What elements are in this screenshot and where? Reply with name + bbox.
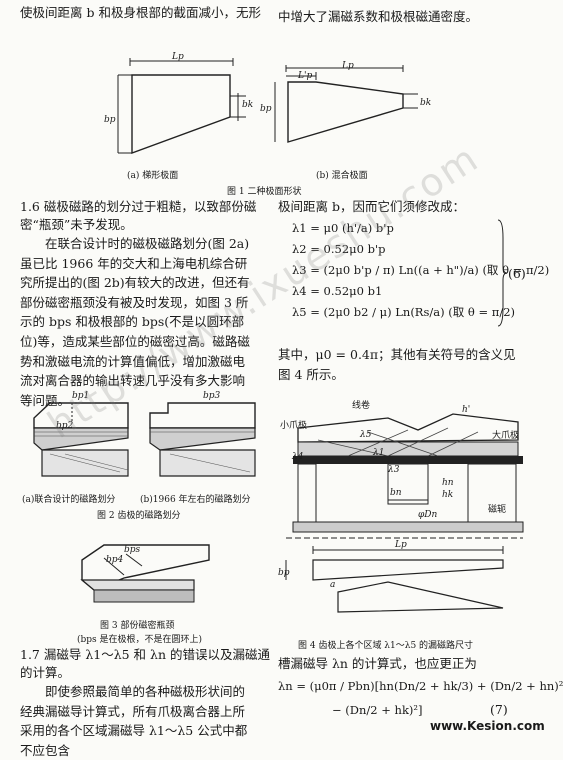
figure-2b [149,402,256,477]
right-after-text: 其中，μ0 = 0.4π；其他有关符号的含义见图 4 所示。 [278,347,516,382]
fig4-bp-label: bp [278,568,290,578]
sec17-body: 即使参照最简单的各种磁极形状间的经典漏磁导计算式，所有爪极离合器上所采用的各个区… [20,684,248,758]
formula-7-line2: − (Dn/2 + hk)²] [332,703,423,717]
sec16-heading-2: 密“瓶颈”未予发现。 [20,217,133,232]
fig3-bp4-label: bp4 [106,555,124,565]
footer-site: www.Kesion.com [430,719,545,733]
figure-1a-trapezoid [117,58,246,155]
fig1-caption: 图 1 二种极面形状 [227,187,302,197]
sec16-body: 在联合设计时的磁极磁路划分(图 2a)虽已比 1966 年的交大和上海电机综合研… [20,236,250,408]
fig4-h-prime-label: h' [462,405,471,415]
fig1a-Lp-label: Lp [172,52,184,62]
fig4-lambda4-label: λ4 [292,452,304,462]
right-intro: 极间距离 b，因而它们须修改成： [278,199,465,214]
fig4-Dn-label: φDn [418,510,438,520]
figure-3 [80,544,210,603]
figure-4-leakage-paths [285,413,524,613]
fig2-caption: 图 2 齿极的磁路划分 [97,511,181,521]
fig1b-bp-label: bp [260,104,272,114]
fig1b-subcaption: (b) 混合极面 [316,171,368,181]
fig3-caption: 图 3 部份磁密瓶颈 [100,621,175,631]
fig1b-bk-label: bk [420,98,432,108]
fig4-a-label: a [330,580,336,590]
eq-number-7: (7) [490,702,508,717]
fig3-note: (bps 是在极根，不是在圆环上) [77,635,203,645]
figure-1b-mixed [274,65,418,143]
sec16-heading: 1.6 磁极磁路的划分过于粗糙，以致部份磁 [20,199,257,214]
fig4-bn-label: bn [390,488,402,498]
sec17-heading: 1.7 漏磁导 λ1～λ5 和 λn 的错误以及漏磁通 [20,647,270,662]
sec17-heading-2: 的计算。 [20,665,71,680]
figure-2a [33,402,129,477]
fig2a-subcaption: (a)联合设计的磁路划分 [22,495,116,505]
fig4-Lp-label: Lp [395,540,407,550]
fig4-dazhuaji-label: 大爪极 [492,431,520,441]
fig1a-bp-label: bp [104,115,116,125]
fig2a-bp1-label: bp1 [72,391,90,401]
fig4-xiaozhuaji-label: 小爪极 [280,421,308,431]
fig2a-bp2-label: bp2 [56,421,74,431]
fig4-caption: 图 4 齿极上各个区域 λ1～λ5 的漏磁路尺寸 [298,641,474,651]
fig3-bps-label: bps [124,545,141,555]
fig2b-subcaption: (b)1966 年左右的磁路划分 [140,495,251,505]
slot-leakage-text: 槽漏磁导 λn 的计算式，也应更正为 [278,656,477,671]
formula-lambda2: λ2 = 0.52μ0 b'p [292,242,386,256]
formula-lambda3: λ3 = (2μ0 b'p / π) Ln((a + h")/a) (取 θ =… [292,263,550,277]
formula-brace [497,219,508,327]
fig4-xianquan-label: 线卷 [352,401,371,411]
top-right-line: 中增大了漏磁系数和极根磁通密度。 [278,9,479,24]
fig4-cidao-label: 磁轭 [488,505,507,515]
formula-lambda5: λ5 = (2μ0 b2 / μ) Ln(Rs/a) (取 θ = π/2) [292,305,515,319]
formula-lambda4: λ4 = 0.52μ0 b1 [292,284,383,298]
formula-lambda1: λ1 = μ0 (h'/a) b'p [292,221,394,235]
fig1a-subcaption: (a) 梯形极面 [127,171,179,181]
formula-7-line1: λn = (μ0π / Pbn)[hn(Dn/2 + hk/3) + (Dn/2… [278,679,563,693]
fig4-lambda1-label: λ1 [373,448,385,458]
eq-number-6: (6) [508,266,526,281]
top-left-line: 使极间距离 b 和极身根部的截面减小，无形 [20,5,261,20]
fig1b-Lp-label: Lp [342,61,354,71]
fig4-hn-label: hn [442,478,454,488]
fig4-hk-label: hk [442,490,454,500]
fig4-lambda3-label: λ3 [388,465,400,475]
fig1a-bk-label: bk [242,100,254,110]
formula-block-6: λ1 = μ0 (h'/a) b'p λ2 = 0.52μ0 b'p λ3 = … [292,218,550,323]
fig1b-Lp-prime-label: L'p [298,71,313,81]
fig4-lambda5-label: λ5 [360,430,372,440]
fig2b-bp3-label: bp3 [203,391,221,401]
